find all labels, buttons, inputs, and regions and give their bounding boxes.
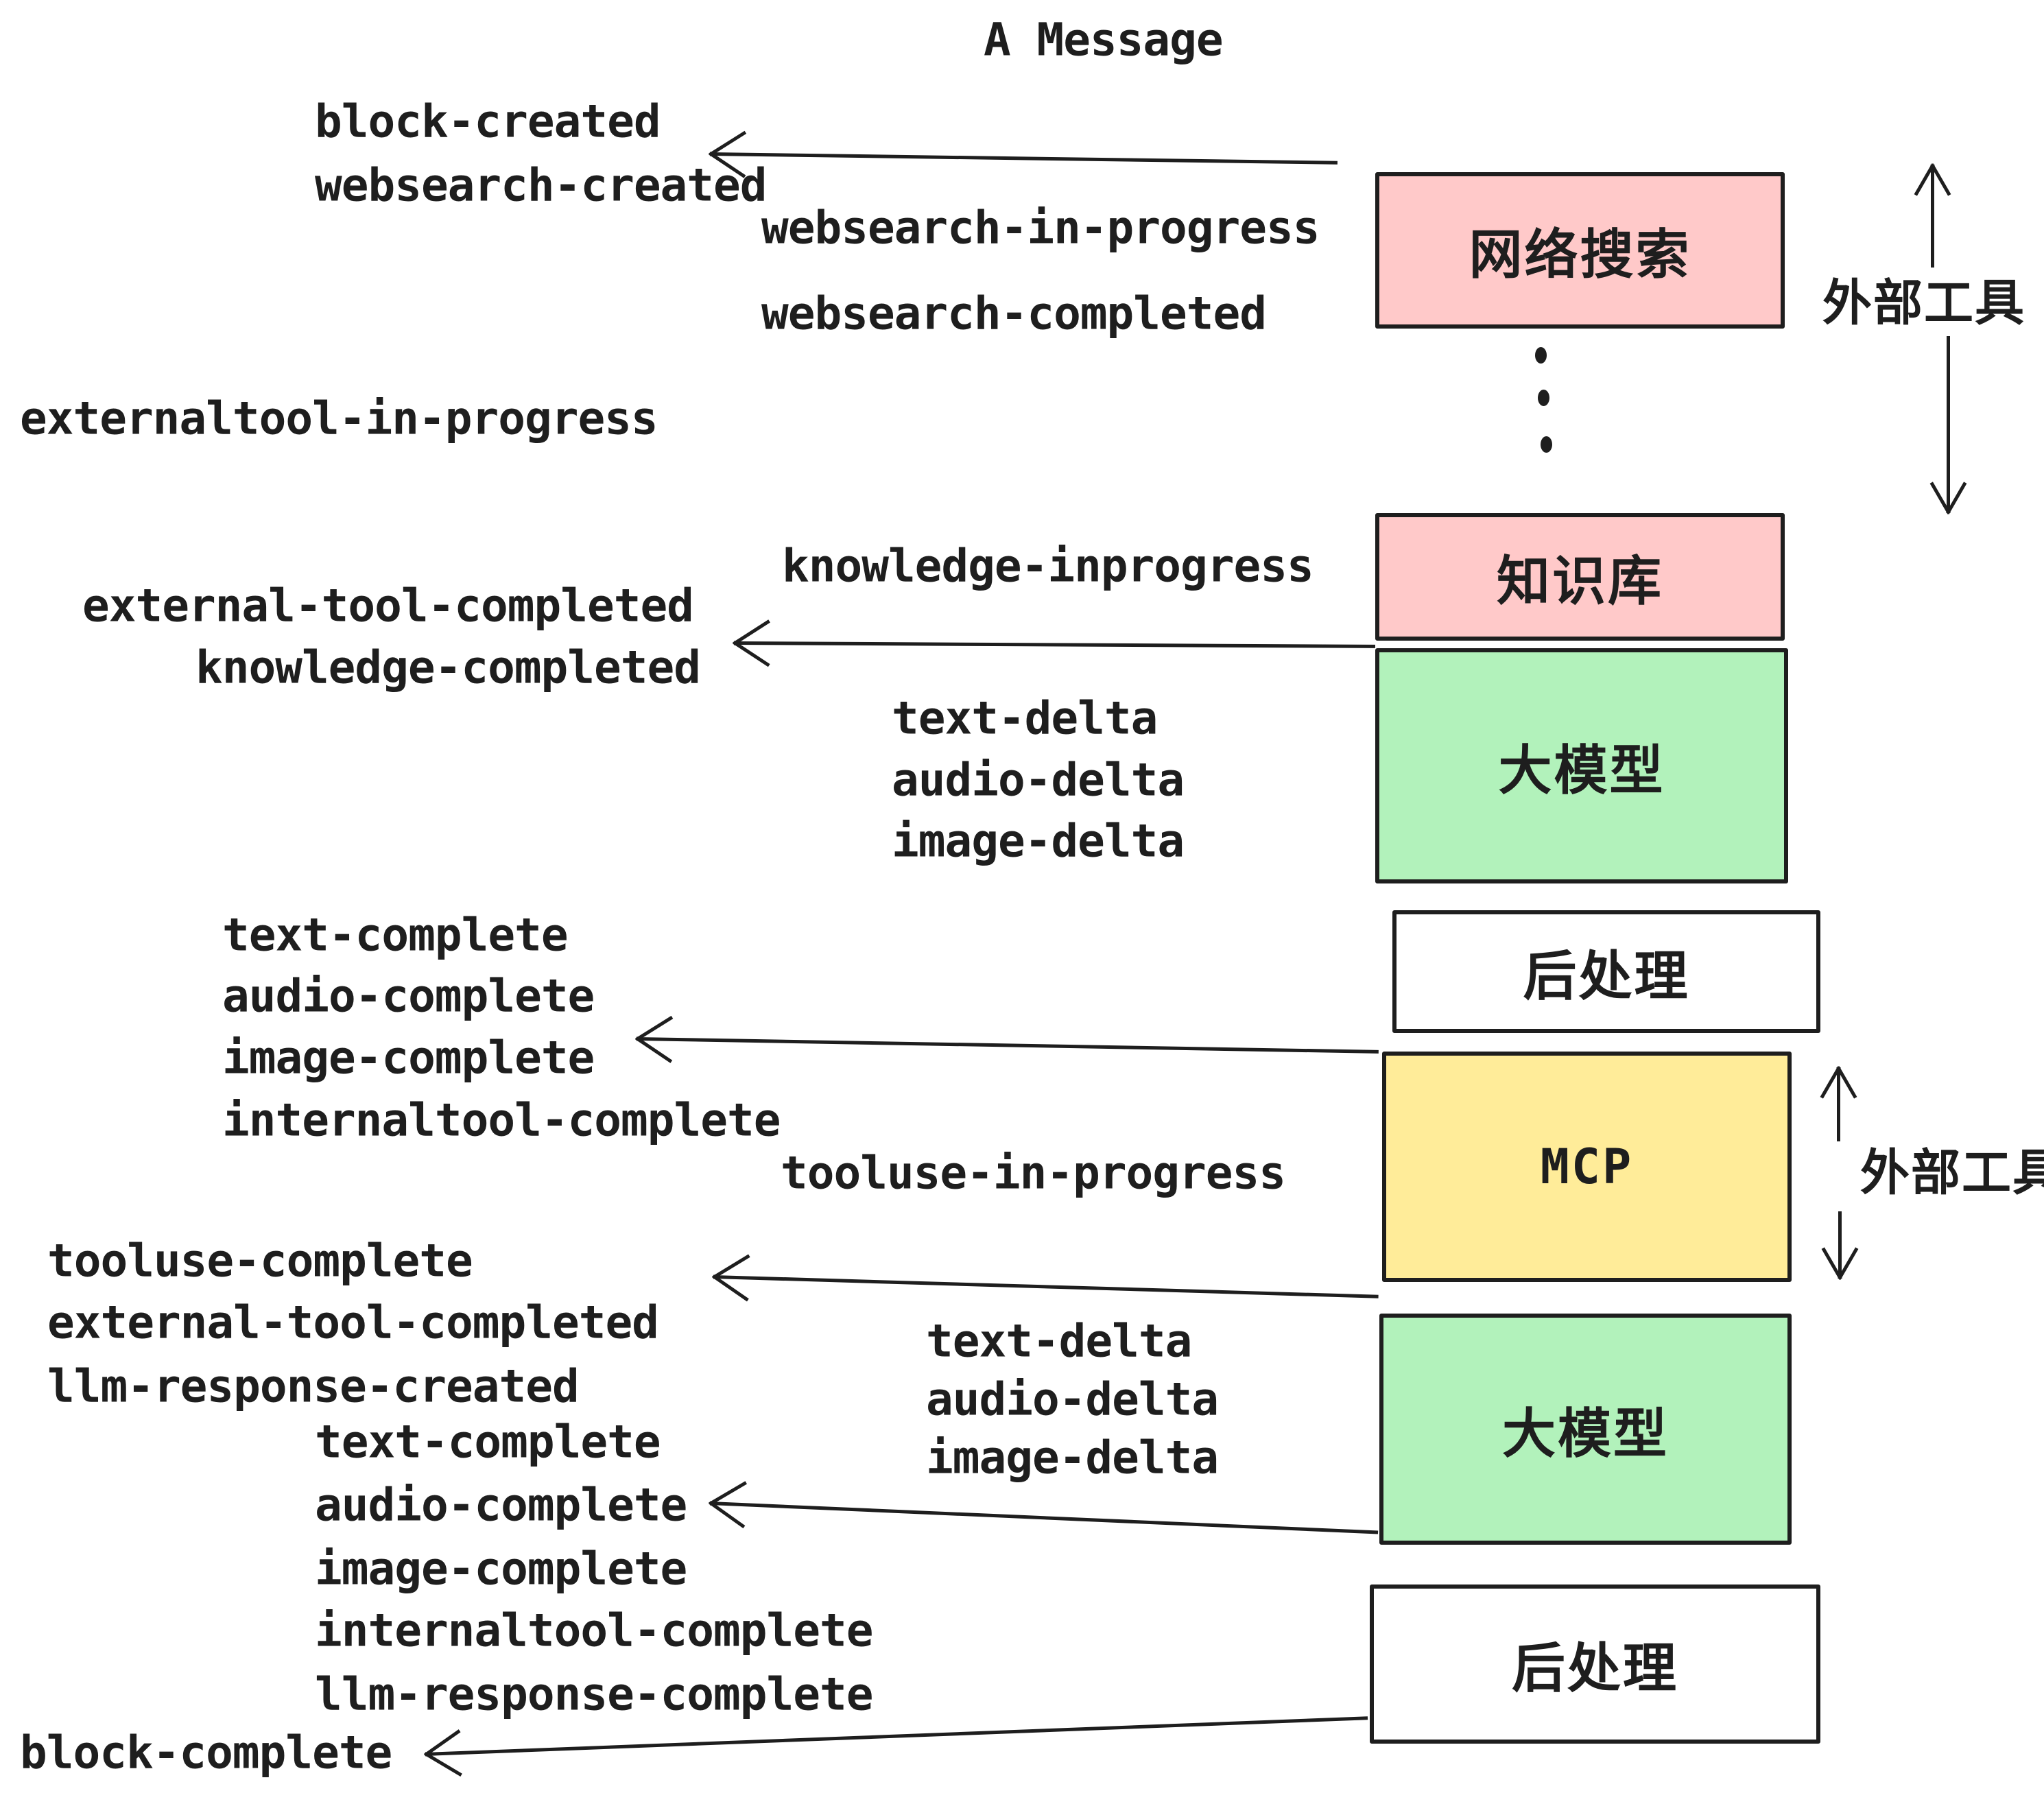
label-block-complete: block-complete [20, 1726, 392, 1779]
ellipsis-dot-1 [1535, 347, 1547, 364]
label-externaltool-in-progress: externaltool-in-progress [20, 392, 658, 445]
label-text-delta-1: text-delta [892, 691, 1158, 745]
external-tools-arrow-down-icon-2 [1838, 1211, 1842, 1279]
label-external-tool-completed: external-tool-completed [82, 579, 694, 632]
ellipsis-dot-3 [1541, 436, 1552, 453]
label-audio-delta-2: audio-delta [926, 1373, 1219, 1426]
label-websearch-completed: websearch-completed [761, 287, 1267, 340]
ellipsis-dot-2 [1538, 390, 1549, 406]
label-knowledge-inprogress: knowledge-inprogress [782, 539, 1314, 593]
external-tools-arrow-down-icon-1 [1947, 336, 1950, 513]
label-knowledge-completed: knowledge-completed [195, 641, 701, 694]
label-audio-delta-1: audio-delta [892, 753, 1185, 807]
arrow-llm2-to-audio-complete [709, 1502, 1379, 1534]
arrow-mcp-to-tooluse-complete [713, 1275, 1379, 1298]
label-websearch-in-progress: websearch-in-progress [761, 201, 1320, 254]
label-tooluse-in-progress: tooluse-in-progress [781, 1146, 1286, 1200]
arrow-websearch-to-block-created [709, 152, 1338, 165]
side-label-external-tools-1: 外部工具 [1822, 274, 2026, 332]
page-title: A Message [984, 13, 1224, 67]
label-audio-complete-2: audio-complete [315, 1478, 687, 1532]
label-internaltool-complete-1: internaltool-complete [222, 1093, 781, 1147]
external-tools-arrow-up-icon-2 [1837, 1067, 1840, 1141]
side-label-external-tools-2: 外部工具 [1860, 1143, 2044, 1202]
label-image-complete-1: image-complete [222, 1031, 595, 1084]
label-text-complete-2: text-complete [315, 1415, 661, 1469]
box-llm-2: 大模型 [1379, 1314, 1792, 1545]
box-mcp: MCP [1382, 1052, 1792, 1282]
label-external-tool-completed-2: external-tool-completed [47, 1296, 659, 1349]
box-postprocess-2-label: 后处理 [1511, 1638, 1678, 1700]
label-image-delta-1: image-delta [892, 814, 1185, 868]
label-llm-response-created: llm-response-created [47, 1360, 580, 1413]
arrow-knowledge-to-knowledge-completed [733, 641, 1376, 648]
label-text-delta-2: text-delta [926, 1314, 1192, 1368]
box-websearch-label: 网络搜索 [1469, 224, 1691, 286]
label-image-delta-2: image-delta [926, 1431, 1219, 1484]
arrow-postprocess-to-image-complete [636, 1037, 1379, 1054]
label-websearch-created: websearch-created [315, 158, 768, 212]
external-tools-arrow-up-icon-1 [1931, 165, 1934, 268]
label-tooluse-complete: tooluse-complete [47, 1234, 473, 1287]
label-internaltool-complete-2: internaltool-complete [315, 1604, 873, 1657]
box-postprocess-1: 后处理 [1392, 910, 1820, 1033]
label-audio-complete-1: audio-complete [222, 969, 595, 1023]
label-text-complete-1: text-complete [222, 908, 569, 962]
label-block-created: block-created [315, 95, 661, 148]
label-image-complete-2: image-complete [315, 1542, 687, 1595]
box-mcp-label: MCP [1540, 1139, 1634, 1195]
box-llm-2-label: 大模型 [1501, 1403, 1669, 1465]
arrow-postprocess2-to-block-complete [425, 1716, 1368, 1756]
box-knowledge: 知识库 [1375, 513, 1785, 641]
label-llm-response-complete: llm-response-complete [315, 1667, 873, 1721]
box-websearch: 网络搜索 [1375, 172, 1785, 329]
box-postprocess-1-label: 后处理 [1523, 945, 1690, 1008]
box-knowledge-label: 知识库 [1496, 551, 1663, 613]
box-postprocess-2: 后处理 [1370, 1585, 1820, 1744]
box-llm-1: 大模型 [1375, 648, 1788, 883]
box-llm-1-label: 大模型 [1498, 739, 1665, 802]
